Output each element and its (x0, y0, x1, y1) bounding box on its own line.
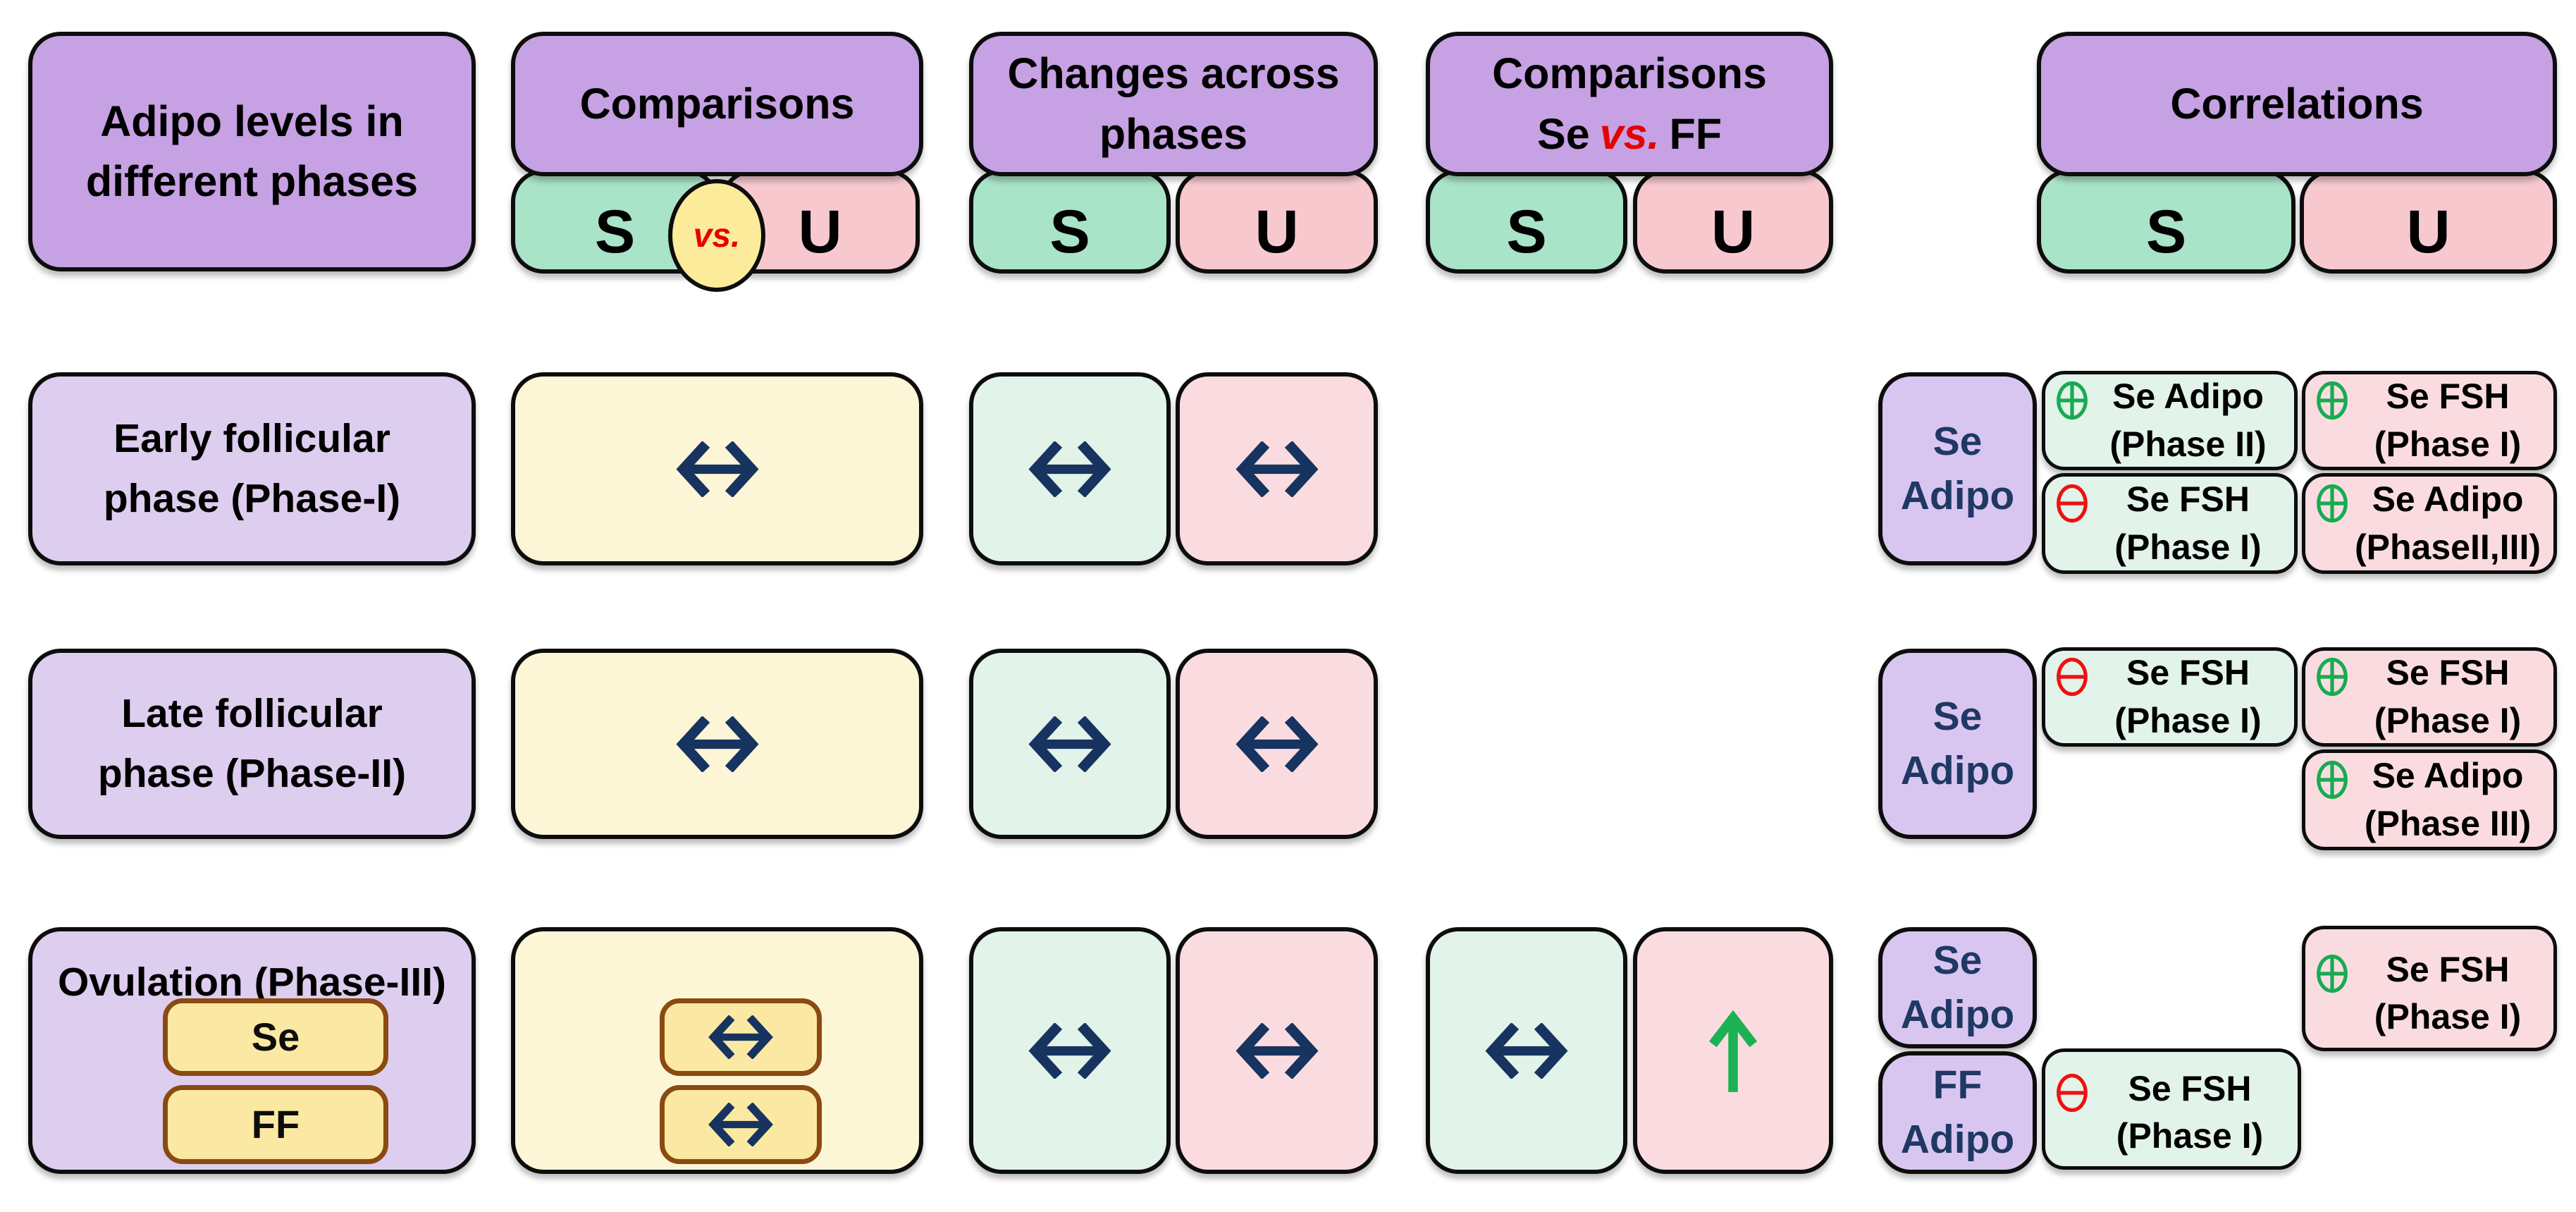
se-label: Se (1537, 109, 1590, 158)
no-change-arrow-icon (1231, 716, 1324, 772)
negative-correlation-icon (2054, 1070, 2090, 1129)
correlation-text: Se Adipo (Phase II) (2109, 377, 2267, 464)
no-change-arrow-icon (704, 1015, 777, 1059)
cell-changes-serum-row3 (969, 927, 1171, 1174)
correlation-label-se-adipo-row1: Se Adipo (1878, 372, 2037, 565)
positive-correlation-icon (2314, 377, 2350, 436)
header-se-vs-ff-line1: Comparisons (1492, 49, 1767, 98)
comparison-chip-se (660, 998, 822, 1076)
no-change-arrow-icon (1480, 1023, 1573, 1079)
cell-changes-urinary-row1 (1176, 372, 1378, 565)
no-change-arrow-icon (1231, 441, 1324, 497)
correlation-label-ff-adipo-row3: FF Adipo (1878, 1051, 2037, 1174)
positive-correlation-icon (2314, 654, 2350, 713)
positive-correlation-icon (2314, 950, 2350, 1010)
vs-label: vs. (1599, 109, 1660, 158)
header-correlations-urinary: U (2300, 169, 2557, 274)
negative-correlation-icon (2054, 480, 2090, 539)
header-changes-serum: S (969, 169, 1171, 274)
header-sevsff-serum: S (1426, 169, 1627, 274)
correlation-text: Se Adipo (PhaseII,III) (2355, 479, 2541, 567)
positive-correlation-icon (2314, 757, 2350, 816)
ovulation-title: Ovulation (Phase-III) (57, 960, 447, 1005)
header-comparisons: Comparisons (511, 32, 923, 176)
row-label-early-follicular: Early follicular phase (Phase-I) (28, 372, 476, 565)
cell-comparisons-row3 (511, 927, 923, 1174)
correlation-text: Se FSH (Phase I) (2114, 653, 2262, 740)
cell-changes-urinary-row3 (1176, 927, 1378, 1174)
cell-changes-serum-row2 (969, 649, 1171, 839)
no-change-arrow-icon (1023, 1023, 1116, 1079)
header-changes-urinary: U (1176, 169, 1378, 274)
header-sevsff-urinary: U (1633, 169, 1833, 274)
negative-correlation-icon (2054, 654, 2090, 713)
correlation-text: Se Adipo (Phase III) (2364, 756, 2532, 843)
correlation-text: Se FSH (Phase I) (2114, 479, 2262, 567)
correlation-text: Se FSH (Phase I) (2374, 653, 2522, 740)
correlation-box: Se FSH (Phase I) (2302, 647, 2557, 747)
row-label-late-follicular: Late follicular phase (Phase-II) (28, 649, 476, 839)
correlation-box: Se FSH (Phase I) (2302, 371, 2557, 470)
correlation-box: Se FSH (Phase I) (2302, 926, 2557, 1051)
header-changes: Changes across phases (969, 32, 1378, 176)
correlation-box: Se FSH (Phase I) (2042, 1048, 2301, 1170)
serum-sample-chip: Se (163, 998, 388, 1076)
increase-arrow-icon (1707, 1008, 1759, 1094)
no-change-arrow-icon (1231, 1023, 1324, 1079)
correlation-text: Se FSH (Phase I) (2374, 949, 2522, 1037)
positive-correlation-icon (2314, 480, 2350, 539)
correlation-box: Se Adipo (Phase III) (2302, 749, 2557, 850)
vs-badge: vs. (668, 179, 765, 292)
cell-changes-urinary-row2 (1176, 649, 1378, 839)
cell-comparisons-row2 (511, 649, 923, 839)
correlation-label-se-adipo-row3: Se Adipo (1878, 927, 2037, 1048)
correlation-label-se-adipo-row2: Se Adipo (1878, 649, 2037, 839)
follicular-fluid-chip: FF (163, 1085, 388, 1164)
correlation-box: Se Adipo (Phase II) (2042, 371, 2298, 470)
correlation-text: Se FSH (Phase I) (2374, 377, 2522, 464)
correlation-box: Se Adipo (PhaseII,III) (2302, 473, 2557, 574)
no-change-arrow-icon (704, 1103, 777, 1146)
header-phase-column: Adipo levels in different phases (28, 32, 476, 271)
comparison-chip-ff (660, 1085, 822, 1164)
header-comparisons-urinary: U (720, 169, 920, 274)
no-change-arrow-icon (1023, 441, 1116, 497)
cell-sevsff-serum-row3 (1426, 927, 1627, 1174)
correlation-box: Se FSH (Phase I) (2042, 473, 2298, 574)
header-correlations-serum: S (2037, 169, 2295, 274)
ff-label: FF (1669, 109, 1722, 158)
no-change-arrow-icon (671, 716, 764, 772)
cell-changes-serum-row1 (969, 372, 1171, 565)
positive-correlation-icon (2054, 377, 2090, 436)
correlation-box: Se FSH (Phase I) (2042, 647, 2298, 747)
no-change-arrow-icon (671, 441, 764, 497)
correlation-text: Se FSH (Phase I) (2116, 1068, 2264, 1156)
cell-comparisons-row1 (511, 372, 923, 565)
header-correlations: Correlations (2037, 32, 2557, 176)
no-change-arrow-icon (1023, 716, 1116, 772)
row-label-ovulation: Ovulation (Phase-III) Se FF (28, 927, 476, 1174)
cell-sevsff-urinary-row3 (1633, 927, 1833, 1174)
